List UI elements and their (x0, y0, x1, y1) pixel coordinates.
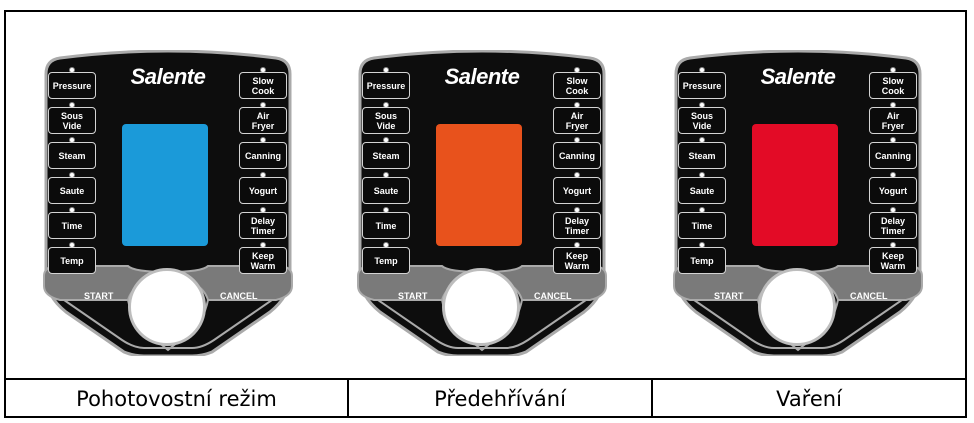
keep-warm-button[interactable]: Keep Warm (869, 247, 917, 274)
display-screen (122, 124, 208, 246)
cancel-button[interactable]: CANCEL (534, 291, 572, 301)
delay-timer-button[interactable]: Delay Timer (869, 212, 917, 239)
control-dial[interactable] (128, 268, 206, 346)
keep-warm-button[interactable]: Keep Warm (553, 247, 601, 274)
steam-button[interactable]: Steam (362, 142, 410, 169)
delay-timer-button[interactable]: Delay Timer (553, 212, 601, 239)
canning-button[interactable]: Canning (869, 142, 917, 169)
caption-preheat: Předehřívání (349, 380, 651, 418)
cancel-button[interactable]: CANCEL (220, 291, 258, 301)
cancel-button[interactable]: CANCEL (850, 291, 888, 301)
temp-button[interactable]: Temp (48, 247, 96, 274)
slow-cook-button[interactable]: Slow Cook (869, 72, 917, 99)
air-fryer-button[interactable]: Air Fryer (553, 107, 601, 134)
temp-button[interactable]: Temp (362, 247, 410, 274)
slow-cook-button[interactable]: Slow Cook (553, 72, 601, 99)
slow-cook-button[interactable]: Slow Cook (239, 72, 287, 99)
yogurt-button[interactable]: Yogurt (553, 177, 601, 204)
caption-cooking: Vaření (653, 380, 965, 418)
control-dial[interactable] (758, 268, 836, 346)
brand-logo: Salente (118, 64, 218, 90)
keep-warm-button[interactable]: Keep Warm (239, 247, 287, 274)
canning-button[interactable]: Canning (553, 142, 601, 169)
saute-button[interactable]: Saute (48, 177, 96, 204)
time-button[interactable]: Time (48, 212, 96, 239)
pressure-button[interactable]: Pressure (678, 72, 726, 99)
pressure-button[interactable]: Pressure (362, 72, 410, 99)
start-button[interactable]: START (714, 291, 743, 301)
brand-logo: Salente (432, 64, 532, 90)
display-screen (436, 124, 522, 246)
sous-vide-button[interactable]: Sous Vide (48, 107, 96, 134)
saute-button[interactable]: Saute (678, 177, 726, 204)
delay-timer-button[interactable]: Delay Timer (239, 212, 287, 239)
steam-button[interactable]: Steam (48, 142, 96, 169)
caption-standby: Pohotovostní režim (6, 380, 347, 418)
air-fryer-button[interactable]: Air Fryer (869, 107, 917, 134)
steam-button[interactable]: Steam (678, 142, 726, 169)
air-fryer-button[interactable]: Air Fryer (239, 107, 287, 134)
display-screen (752, 124, 838, 246)
start-button[interactable]: START (84, 291, 113, 301)
sous-vide-button[interactable]: Sous Vide (678, 107, 726, 134)
control-dial[interactable] (442, 268, 520, 346)
time-button[interactable]: Time (678, 212, 726, 239)
saute-button[interactable]: Saute (362, 177, 410, 204)
yogurt-button[interactable]: Yogurt (239, 177, 287, 204)
start-button[interactable]: START (398, 291, 427, 301)
canning-button[interactable]: Canning (239, 142, 287, 169)
yogurt-button[interactable]: Yogurt (869, 177, 917, 204)
brand-logo: Salente (748, 64, 848, 90)
temp-button[interactable]: Temp (678, 247, 726, 274)
time-button[interactable]: Time (362, 212, 410, 239)
sous-vide-button[interactable]: Sous Vide (362, 107, 410, 134)
pressure-button[interactable]: Pressure (48, 72, 96, 99)
